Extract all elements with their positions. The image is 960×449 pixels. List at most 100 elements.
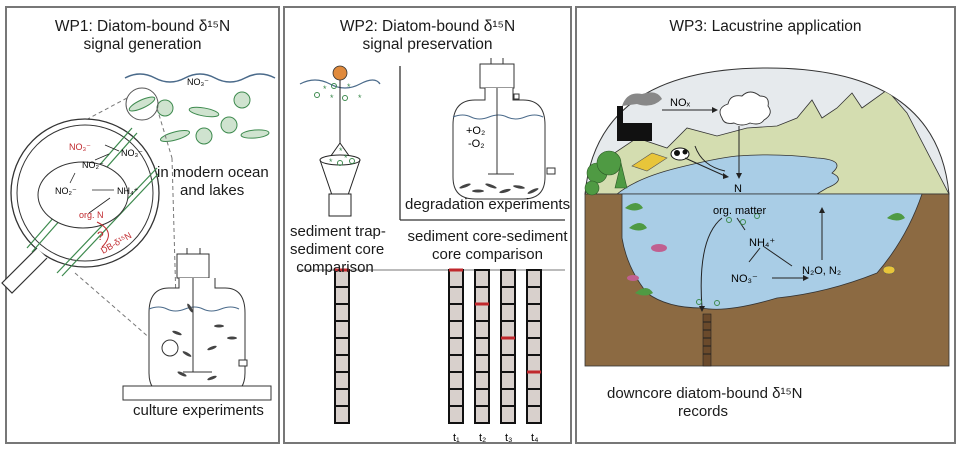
o2-plus-label: +O₂	[466, 125, 485, 137]
core-segment	[448, 320, 464, 339]
core-segment	[334, 405, 350, 424]
trees-icon	[584, 150, 628, 196]
core-segment	[500, 405, 516, 424]
wp3-caption-line2: records	[678, 403, 729, 420]
svg-text:*: *	[358, 93, 362, 103]
svg-text:*: *	[329, 157, 333, 167]
core-segment	[448, 388, 464, 407]
diatom-pennate	[188, 106, 220, 118]
wp2-title-line2: signal preservation	[362, 36, 493, 53]
core-segment	[526, 354, 542, 373]
core-label-line2: core comparison	[432, 246, 543, 263]
core-segment	[526, 303, 542, 322]
core-segment	[334, 354, 350, 373]
trap-label-line3: comparison	[296, 259, 374, 276]
aquatic-plants-icon	[625, 203, 905, 296]
culture-experiments-label: culture experiments	[133, 402, 264, 419]
lake-surface	[615, 154, 839, 194]
core-marker	[475, 302, 489, 306]
wp2-title-line1: WP2: Diatom-bound δ¹⁵N	[339, 18, 516, 35]
core-segment	[526, 269, 542, 288]
core-segment	[500, 303, 516, 322]
downcore-icon	[702, 313, 712, 367]
core-time-label: t₁	[453, 432, 460, 444]
core-marker	[335, 268, 349, 272]
sediment-core: t₄	[526, 269, 542, 444]
core-segment	[334, 286, 350, 305]
cell-no2-b: NO₂⁻	[55, 186, 77, 196]
cell-nh4: NH₄⁺	[117, 186, 139, 196]
sediment-trap-icon: *******	[299, 65, 381, 217]
environment-label-line1: in modern ocean	[157, 164, 269, 181]
core-segment	[500, 320, 516, 339]
core-segment	[474, 286, 490, 305]
sediment-core: t₃	[500, 269, 516, 444]
snail-icon	[882, 265, 896, 275]
lake-diatoms	[696, 213, 760, 306]
zoom-source-circle	[125, 87, 159, 121]
wp1-title-line1: WP1: Diatom-bound δ¹⁵N	[54, 18, 231, 35]
core-segment	[526, 320, 542, 339]
diatoms-in-water	[156, 91, 270, 145]
diatom-centric	[156, 99, 174, 117]
crop-field-icon	[631, 152, 668, 172]
core-segment	[526, 337, 542, 356]
sediment-core: t₁	[448, 268, 464, 444]
magnifier-icon: NO₃⁻ NO₃⁻ NO₂⁻ NO₂⁻ NH₄⁺ org. N ? DB-δ¹⁵…	[1, 118, 160, 294]
core-marker	[449, 268, 463, 272]
diatom-centric	[220, 116, 238, 134]
water-nitrate: NO₃⁻	[187, 77, 209, 87]
cell-question: ?	[97, 229, 104, 243]
core-segment	[474, 337, 490, 356]
no3-label: NO₃⁻	[731, 273, 758, 285]
environment-label-line2: and lakes	[180, 182, 245, 199]
core-segment	[500, 388, 516, 407]
core-segment	[500, 337, 516, 356]
settled-diatoms	[459, 183, 539, 194]
svg-text:*: *	[330, 93, 334, 103]
arrowheads	[699, 107, 825, 312]
diatom-pennate	[159, 130, 191, 142]
core-segment	[448, 371, 464, 390]
core-segment	[474, 303, 490, 322]
core-segment	[500, 371, 516, 390]
panel-wp2: WP2: Diatom-bound δ¹⁵N signal preservati…	[283, 6, 572, 444]
core-segment	[526, 286, 542, 305]
sediment-core: t₂	[474, 269, 490, 444]
core-segment	[334, 388, 350, 407]
core-segment	[526, 388, 542, 407]
sediment-cores: t₁ t₂ t₃ t₄	[334, 268, 542, 444]
wp3-title: WP3: Lacustrine application	[669, 18, 862, 35]
degradation-label: degradation experiments	[405, 196, 571, 213]
n2o-n2-label: N₂O, N₂	[802, 265, 841, 277]
core-label-line1: sediment core-sediment	[407, 228, 568, 245]
fish-icon	[651, 244, 667, 252]
cell-no3-in: NO₃⁻	[121, 148, 143, 158]
core-segment	[500, 269, 516, 288]
diatom-pennate	[240, 129, 270, 139]
trap-label-line2: sediment core	[290, 241, 385, 258]
core-segment	[334, 320, 350, 339]
core-segment	[474, 354, 490, 373]
core-time-label: t₃	[505, 432, 513, 444]
core-segment	[334, 371, 350, 390]
core-time-label: t₄	[531, 432, 539, 444]
core-segment	[474, 269, 490, 288]
core-segment	[334, 337, 350, 356]
wp1-illustration: NO₃⁻ NO₃⁻ NO₂⁻ NO₂⁻ NH₄⁺ org. N ? DB-δ¹⁵…	[1, 73, 276, 401]
nh4-label: NH₄⁺	[749, 237, 775, 249]
core-segment	[448, 269, 464, 288]
panel-wp3: WP3: Lacustrine application	[575, 6, 956, 444]
core-segment	[526, 371, 542, 390]
wp3-illustration: NOₓ N org. matter NH₄⁺ NO₃⁻ N₂O, N₂	[584, 67, 950, 367]
core-segment	[474, 388, 490, 407]
core-segment	[474, 371, 490, 390]
core-segment	[448, 337, 464, 356]
core-segment	[500, 286, 516, 305]
panel-wp1: WP1: Diatom-bound δ¹⁵N signal generation	[1, 6, 280, 444]
core-segment	[448, 405, 464, 424]
cloud-icon	[719, 91, 771, 126]
core-segment	[448, 354, 464, 373]
core-segment	[448, 303, 464, 322]
